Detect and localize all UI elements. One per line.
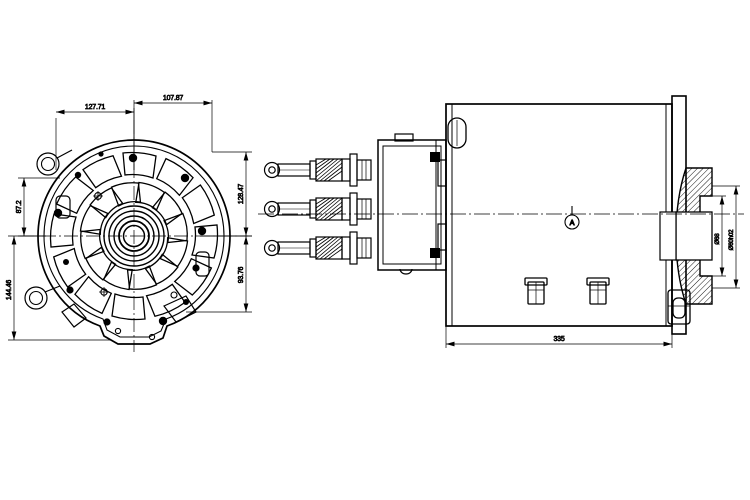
- dim-93-76-label: 93.76: [238, 266, 245, 283]
- section-marker-label: A: [570, 220, 575, 227]
- dim-d68-label: Ø68: [714, 233, 721, 245]
- dim-127-71-label: 127.71: [85, 104, 106, 111]
- dim-335: 335: [445, 326, 673, 348]
- dim-d60h02: Ø60h02: [712, 185, 740, 289]
- bottom-drain-plugs: [524, 277, 610, 305]
- dim-144-46: 144.46: [6, 235, 110, 341]
- terminal-studs: [263, 153, 372, 265]
- datum-holes: [93, 191, 178, 341]
- junction-box-tabs: [394, 133, 447, 275]
- lifting-eyes: [24, 149, 73, 310]
- dim-93-76: 93.76: [186, 235, 252, 313]
- end-view-dimensions: 127.71 107.87 87.2 144.46 12: [6, 95, 252, 341]
- dim-335-label: 335: [553, 336, 564, 343]
- dim-d68: Ø68: [700, 195, 726, 277]
- side-view-dimensions: 335 Ø68 Ø60h02: [445, 185, 740, 348]
- dim-144-46-label: 144.46: [6, 280, 13, 301]
- housing-inner-profile: [43, 145, 225, 338]
- dim-107-87-label: 107.87: [163, 95, 184, 102]
- flange-bolt-holes: [53, 151, 207, 326]
- dim-d60h02-label: Ø60h02: [728, 229, 735, 251]
- section-marker-A: A: [564, 206, 580, 230]
- dim-128-47-label: 128.47: [238, 184, 245, 205]
- dim-107-87: 107.87: [133, 95, 213, 170]
- dim-87-2-label: 87.2: [16, 200, 23, 213]
- top-boss: [447, 117, 467, 149]
